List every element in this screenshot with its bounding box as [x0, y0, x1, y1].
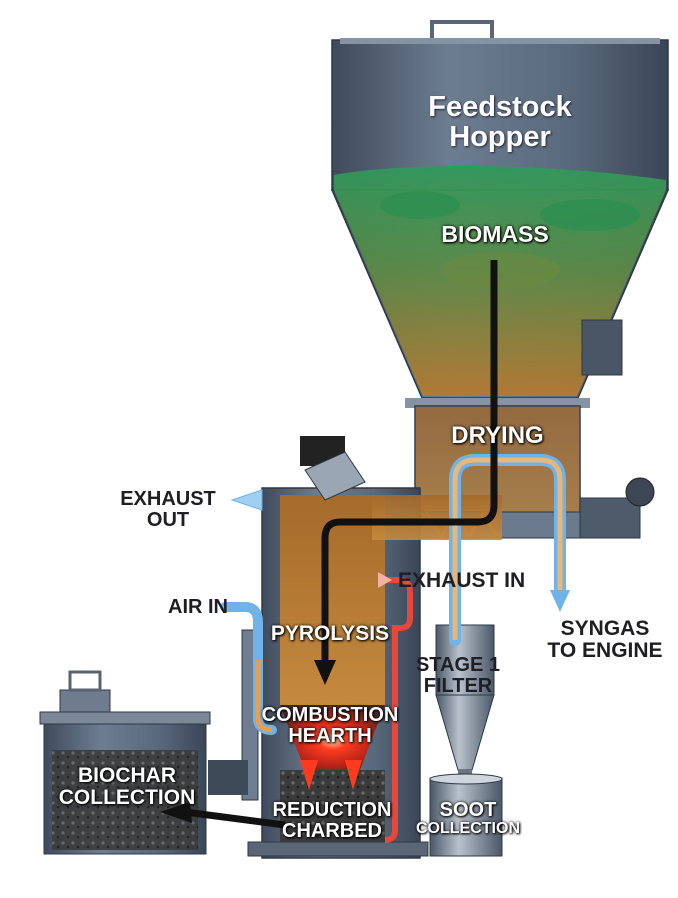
- label-air-in: AIR IN: [168, 596, 228, 618]
- label-reduction-charbed: REDUCTION CHARBED: [258, 800, 406, 842]
- label-syngas: SYNGAS TO ENGINE: [535, 617, 675, 663]
- reactor: [241, 436, 502, 859]
- label-reduction-line2: CHARBED: [282, 820, 382, 842]
- label-biochar-collection: BIOCHAR COLLECTION: [48, 764, 206, 810]
- label-combustion-line1: COMBUSTION: [261, 704, 399, 726]
- label-biochar-line2: COLLECTION: [58, 786, 196, 810]
- stage1-filter: [435, 624, 495, 780]
- label-exhaust-in: EXHAUST IN: [398, 569, 526, 592]
- label-soot-line1: SOOT: [439, 799, 497, 821]
- label-exhaust-out-line2: OUT: [146, 509, 190, 531]
- soot-bin: [429, 773, 503, 857]
- exhaust-in-pipe: [380, 577, 413, 843]
- biochar-bin: [39, 670, 248, 855]
- label-soot-collection: SOOT COLLECTION: [412, 800, 524, 838]
- label-exhaust-out: EXHAUST OUT: [108, 489, 228, 531]
- label-feedstock-hopper-line2: Hopper: [449, 121, 551, 154]
- label-feedstock-hopper-line1: Feedstock: [428, 91, 572, 123]
- label-combustion-line2: HEARTH: [288, 725, 372, 747]
- label-combustion-hearth: COMBUSTION HEARTH: [255, 705, 405, 747]
- label-biochar-line1: BIOCHAR: [78, 764, 176, 787]
- label-syngas-line1: SYNGAS: [560, 617, 650, 640]
- label-feedstock-hopper: Feedstock Hopper: [395, 92, 605, 153]
- label-reduction-line1: REDUCTION: [272, 799, 392, 821]
- label-syngas-line2: TO ENGINE: [547, 639, 663, 663]
- label-drying: DRYING: [451, 422, 544, 449]
- label-stage1-line1: STAGE 1: [415, 654, 501, 676]
- feed-flow-arrow: [321, 260, 498, 660]
- label-exhaust-out-line1: EXHAUST: [120, 488, 216, 510]
- syngas-arrow: [550, 590, 570, 612]
- exhaust-out-arrow: [230, 489, 263, 511]
- label-soot-line2: COLLECTION: [416, 820, 520, 837]
- label-biomass: BIOMASS: [441, 221, 549, 247]
- label-stage1-filter: STAGE 1 FILTER: [408, 655, 508, 697]
- biochar-arrow: [160, 802, 192, 823]
- feedstock-hopper: [330, 20, 670, 408]
- label-pyrolysis: PYROLYSIS: [270, 622, 390, 645]
- label-stage1-line2: FILTER: [423, 675, 493, 697]
